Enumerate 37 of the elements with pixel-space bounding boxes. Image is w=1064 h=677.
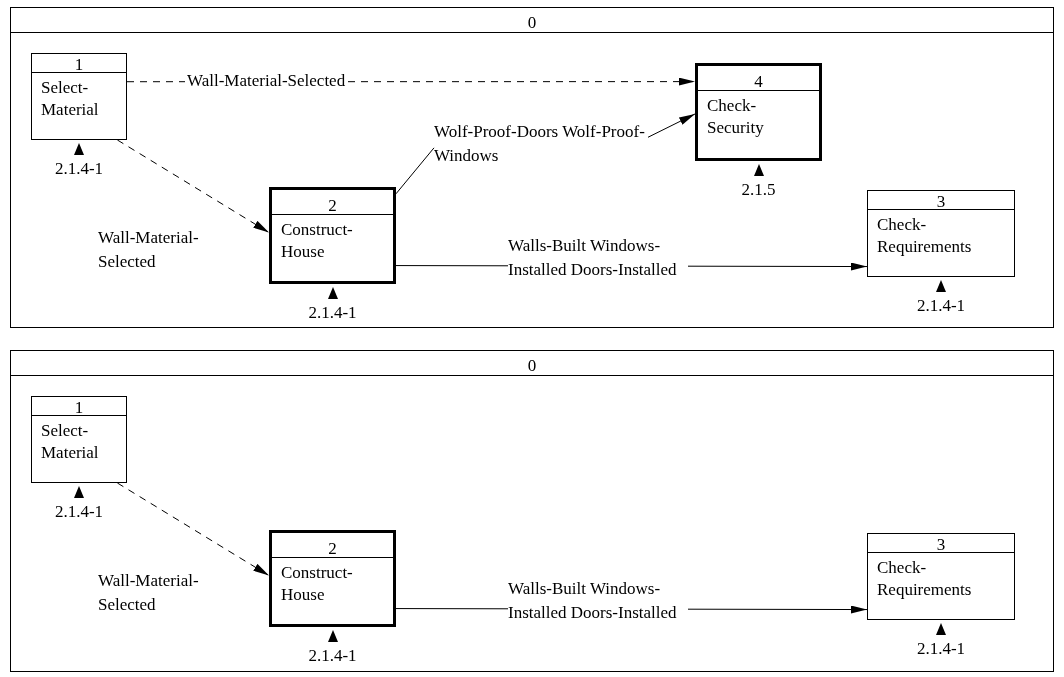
process-box bbox=[867, 533, 1015, 620]
process-box bbox=[31, 396, 127, 483]
process-label: Check- Security bbox=[706, 95, 765, 139]
process-number: 4 bbox=[698, 66, 819, 91]
reference-number: 2.1.4-1 bbox=[916, 296, 966, 316]
process-box bbox=[867, 190, 1015, 277]
process-label: Check- Requirements bbox=[876, 557, 973, 601]
process-number: 1 bbox=[32, 397, 126, 416]
process-box bbox=[269, 187, 396, 284]
process-number: 3 bbox=[868, 534, 1014, 553]
arrow bbox=[647, 113, 696, 138]
process-number: 3 bbox=[868, 191, 1014, 210]
reference-number: 2.1.4-1 bbox=[54, 159, 104, 179]
process-box bbox=[269, 530, 396, 627]
reference-number: 2.1.4-1 bbox=[54, 502, 104, 522]
process-box bbox=[31, 53, 127, 140]
process-number: 2 bbox=[272, 533, 393, 558]
reference-number: 2.1.5 bbox=[741, 180, 776, 200]
process-label: Select- Material bbox=[40, 420, 100, 464]
flow-label: Wolf-Proof-Doors Wolf-Proof-Windows bbox=[434, 120, 648, 168]
process-label: Select- Material bbox=[40, 77, 100, 121]
reference-number: 2.1.4-1 bbox=[308, 303, 357, 323]
process-label: Construct- House bbox=[280, 562, 354, 606]
dashed-arrow bbox=[116, 482, 270, 577]
leader-line bbox=[395, 147, 435, 195]
process-label: Check- Requirements bbox=[876, 214, 973, 258]
diagram-frame bbox=[10, 7, 1054, 328]
dashed-arrow bbox=[116, 139, 270, 234]
diagram-number: 0 bbox=[11, 351, 1053, 376]
process-number: 1 bbox=[32, 54, 126, 73]
process-label: Construct- House bbox=[280, 219, 354, 263]
reference-number: 2.1.4-1 bbox=[308, 646, 357, 666]
diagram-frame bbox=[10, 350, 1054, 672]
diagram-number: 0 bbox=[11, 8, 1053, 33]
process-box bbox=[695, 63, 822, 161]
reference-number: 2.1.4-1 bbox=[916, 639, 966, 659]
process-number: 2 bbox=[272, 190, 393, 215]
